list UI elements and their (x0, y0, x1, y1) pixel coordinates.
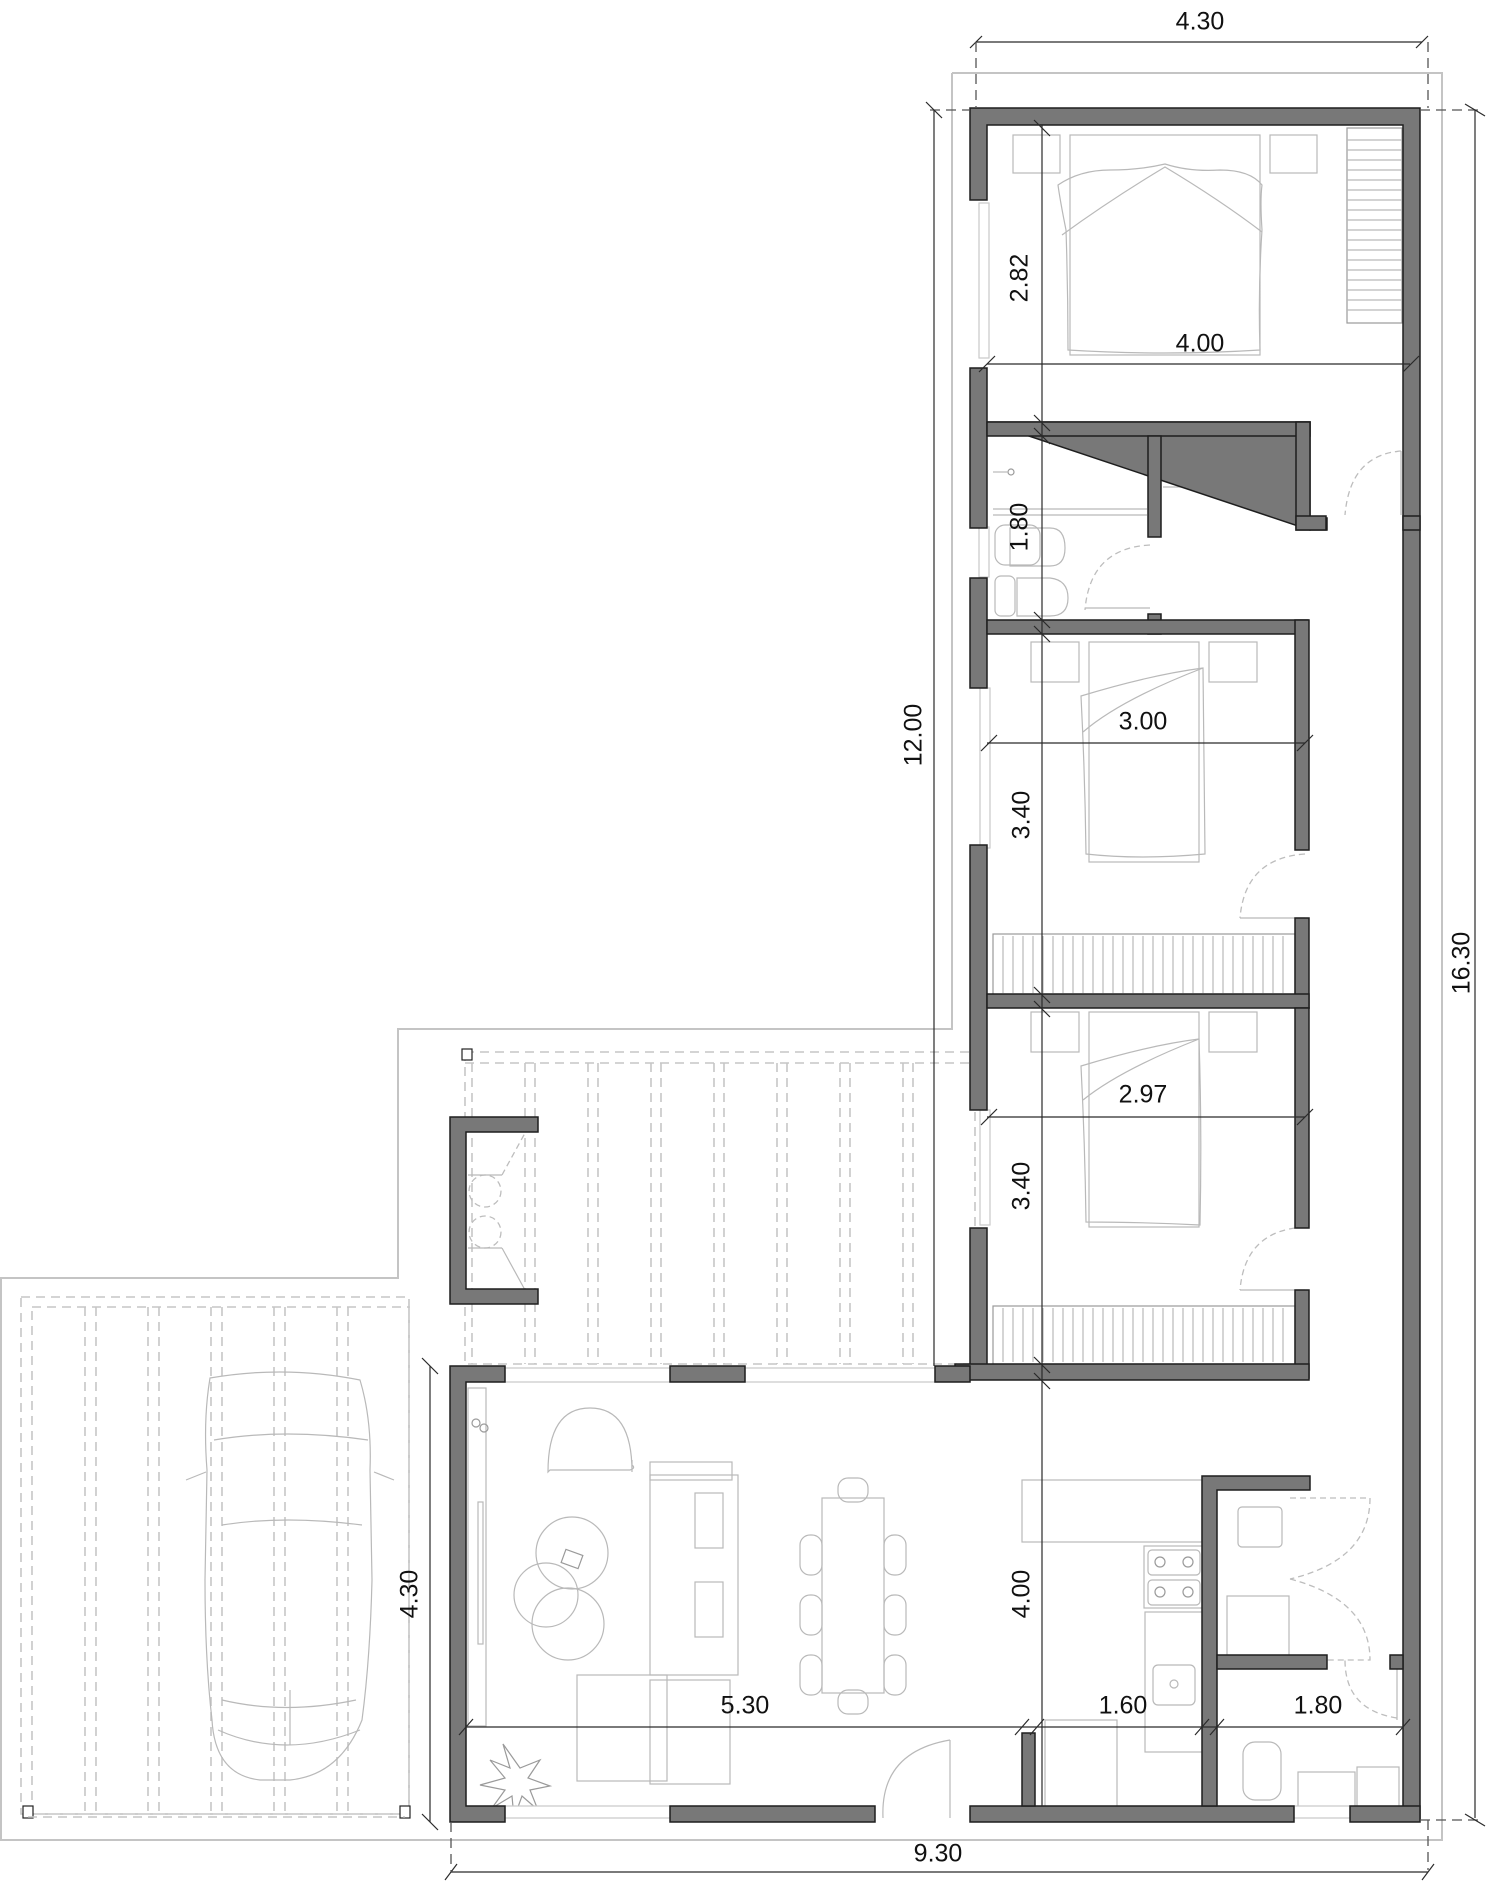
living-windows (504, 1367, 1351, 1819)
carport-pergola (20, 1296, 411, 1819)
bedroom-3-wardrobe (1002, 1308, 1284, 1362)
bedroom-2-wardrobe (1002, 936, 1284, 993)
dimension-lines (421, 35, 1486, 1881)
car-icon (185, 1371, 395, 1781)
walls (449, 107, 1421, 1823)
entrance-door (882, 1739, 951, 1819)
living-furniture (467, 1387, 907, 1785)
barbecue-icon (468, 1132, 526, 1291)
site-outline (0, 72, 1476, 1841)
terrace-pergola (461, 1048, 976, 1365)
master-bedroom-furniture (978, 127, 1403, 359)
